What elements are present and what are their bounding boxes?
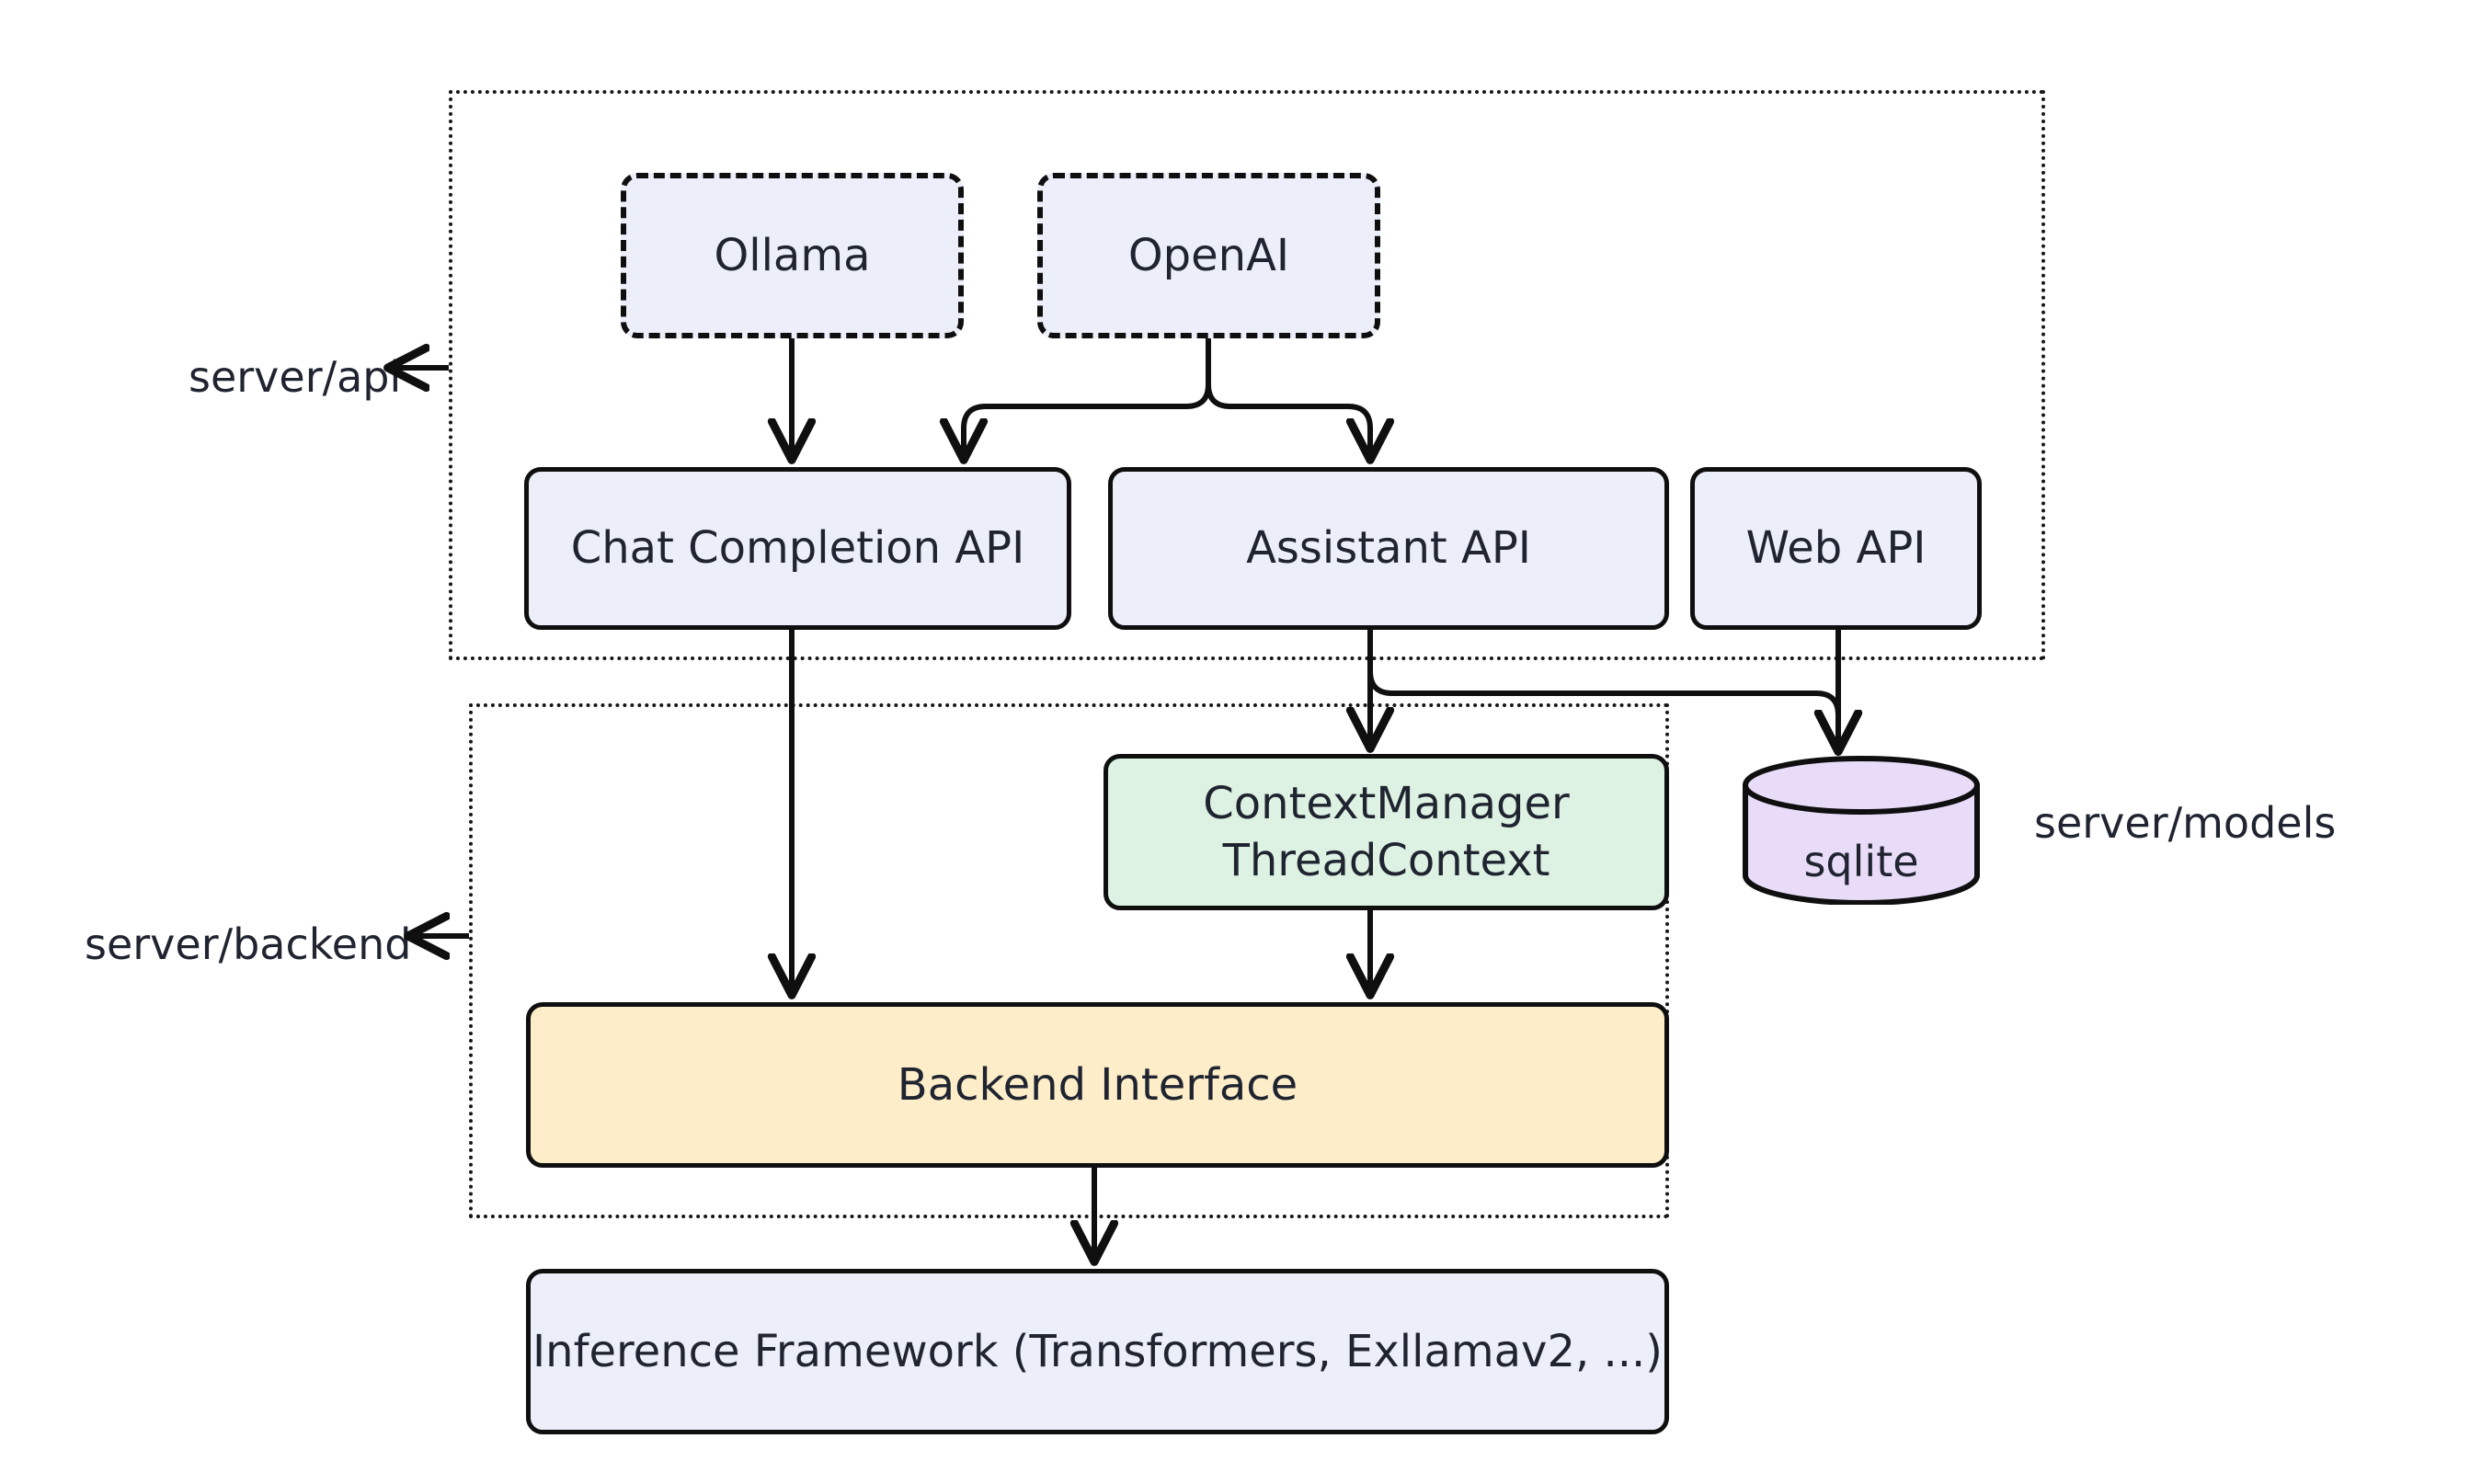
context-manager-line-1: ContextManager xyxy=(1203,777,1570,829)
node-openai[interactable]: OpenAI xyxy=(1037,173,1380,338)
node-sqlite[interactable]: sqlite xyxy=(1741,756,1982,906)
zone-label-server-models: server/models xyxy=(2034,798,2337,848)
context-manager-line-2: ThreadContext xyxy=(1222,835,1550,886)
zone-label-server-api: server/api xyxy=(189,352,402,402)
zone-server-backend xyxy=(469,703,1669,1218)
node-chat-completion-api[interactable]: Chat Completion API xyxy=(524,467,1071,630)
zone-server-api xyxy=(449,90,2045,660)
node-inference-framework[interactable]: Inference Framework (Transformers, Exlla… xyxy=(526,1269,1669,1434)
database-icon xyxy=(1743,756,1980,906)
zone-label-server-backend: server/backend xyxy=(85,919,412,969)
node-web-api[interactable]: Web API xyxy=(1690,467,1982,630)
node-backend-interface[interactable]: Backend Interface xyxy=(526,1002,1669,1168)
node-assistant-api[interactable]: Assistant API xyxy=(1108,467,1669,630)
node-ollama[interactable]: Ollama xyxy=(621,173,964,338)
node-context-manager[interactable]: ContextManager ThreadContext xyxy=(1103,754,1669,910)
